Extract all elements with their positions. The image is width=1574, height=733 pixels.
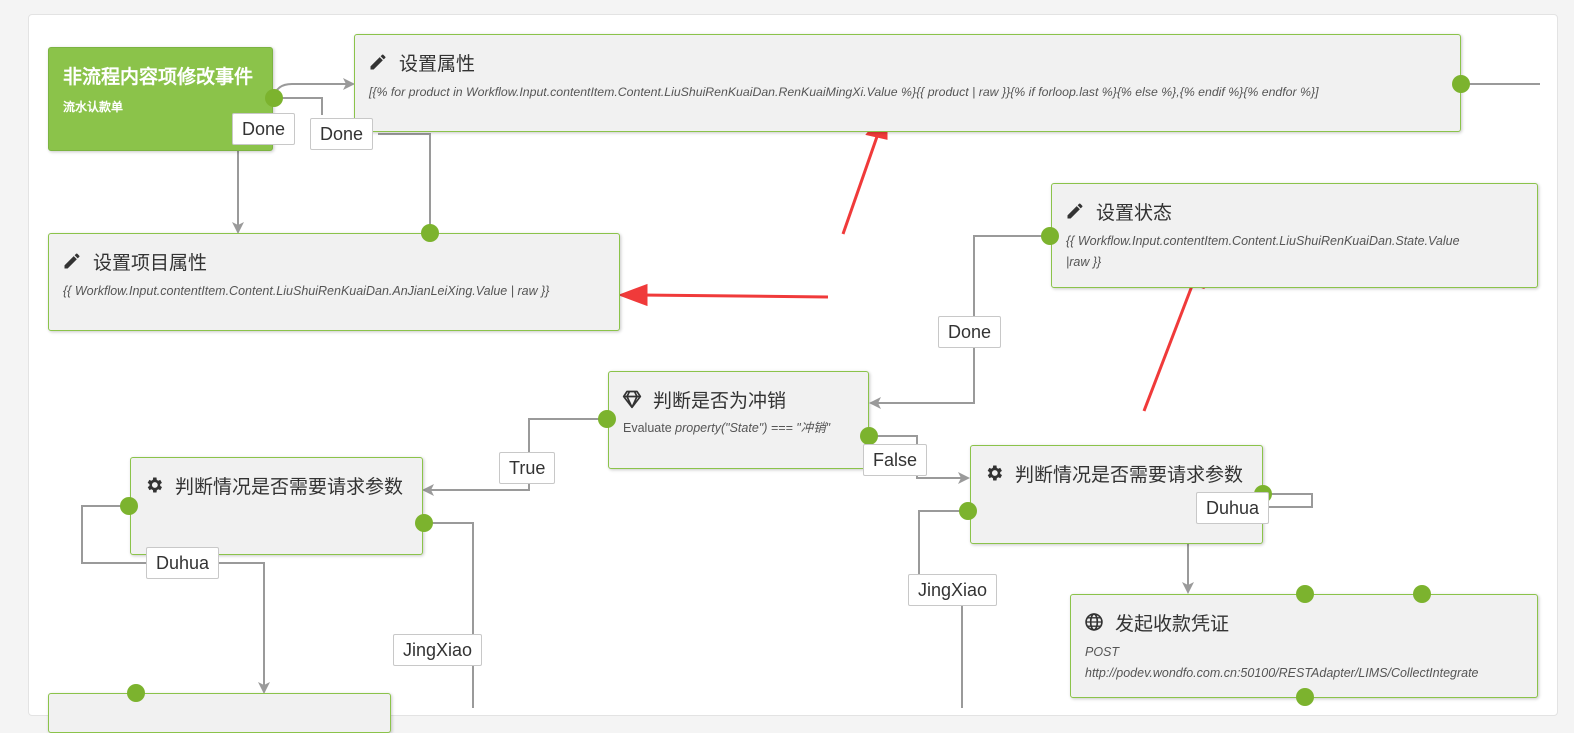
check-params-left-node[interactable]: 判断情况是否需要请求参数 xyxy=(130,457,423,555)
pencil-icon xyxy=(1065,201,1087,223)
send-voucher-url: http://podev.wondfo.com.cn:50100/RESTAda… xyxy=(1085,666,1479,680)
send-voucher-method: POST xyxy=(1085,645,1120,659)
endpoint[interactable] xyxy=(1296,585,1314,603)
set-status-expression-line1: {{ Workflow.Input.contentItem.Content.Li… xyxy=(1066,234,1460,248)
set-item-property-title: 设置项目属性 xyxy=(93,253,208,274)
node-title: 设置状态 xyxy=(1065,198,1172,225)
gem-icon xyxy=(622,389,644,411)
edge-label-jingxiao[interactable]: JingXiao xyxy=(908,574,998,606)
edge-label-duhua[interactable]: Duhua xyxy=(146,547,220,579)
endpoint[interactable] xyxy=(1041,227,1059,245)
set-status-title: 设置状态 xyxy=(1096,203,1173,224)
set-property-node[interactable]: 设置属性 [{% for product in Workflow.Input.c… xyxy=(354,34,1461,132)
check-params-left-title: 判断情况是否需要请求参数 xyxy=(175,477,404,498)
endpoint[interactable] xyxy=(421,224,439,242)
send-voucher-title: 发起收款凭证 xyxy=(1115,614,1230,635)
check-params-right-title: 判断情况是否需要请求参数 xyxy=(1015,465,1244,486)
endpoint[interactable] xyxy=(265,89,283,107)
condition-expression: property("State") === "冲销" xyxy=(675,421,831,435)
gear-icon xyxy=(984,463,1006,485)
endpoint[interactable] xyxy=(127,684,145,702)
gear-icon xyxy=(144,475,166,497)
edge-label-done[interactable]: Done xyxy=(938,316,1002,348)
start-event-subtitle: 流水认款单 xyxy=(63,100,124,114)
send-voucher-node[interactable]: 发起收款凭证 POST http://podev.wondfo.com.cn:5… xyxy=(1070,594,1538,698)
node-title: 设置项目属性 xyxy=(62,248,207,275)
condition-prefix: Evaluate xyxy=(623,421,676,435)
endpoint[interactable] xyxy=(1452,75,1470,93)
set-status-node[interactable]: 设置状态 {{ Workflow.Input.contentItem.Conte… xyxy=(1051,183,1538,288)
pencil-icon xyxy=(62,251,84,273)
pencil-icon xyxy=(368,52,390,74)
node-title: 发起收款凭证 xyxy=(1084,609,1229,636)
check-reversal-condition: Evaluate property("State") === "冲销" xyxy=(623,418,830,439)
check-reversal-node[interactable]: 判断是否为冲销 Evaluate property("State") === "… xyxy=(608,371,869,469)
set-status-expression-line2: |raw }} xyxy=(1066,255,1102,269)
set-item-property-node[interactable]: 设置项目属性 {{ Workflow.Input.contentItem.Con… xyxy=(48,233,620,331)
endpoint[interactable] xyxy=(1413,585,1431,603)
set-item-property-expression: {{ Workflow.Input.contentItem.Content.Li… xyxy=(63,284,550,298)
node-title: 判断情况是否需要请求参数 xyxy=(984,460,1243,487)
edge-label-duhua[interactable]: Duhua xyxy=(1196,492,1270,524)
start-event-title: 非流程内容项修改事件 xyxy=(63,67,254,88)
endpoint[interactable] xyxy=(959,502,977,520)
edge-label-false[interactable]: False xyxy=(863,444,928,476)
edge-label-done[interactable]: Done xyxy=(310,118,374,150)
edge-label-true[interactable]: True xyxy=(499,452,556,484)
endpoint[interactable] xyxy=(415,514,433,532)
edge-label-jingxiao[interactable]: JingXiao xyxy=(393,634,483,666)
endpoint[interactable] xyxy=(598,410,616,428)
globe-icon xyxy=(1084,612,1106,634)
endpoint[interactable] xyxy=(860,427,878,445)
partial-node[interactable] xyxy=(48,693,391,733)
endpoint[interactable] xyxy=(120,497,138,515)
edge-label-done[interactable]: Done xyxy=(232,113,296,145)
set-property-expression: [{% for product in Workflow.Input.conten… xyxy=(369,85,1319,99)
set-property-title: 设置属性 xyxy=(399,54,476,75)
node-title: 判断情况是否需要请求参数 xyxy=(144,472,403,499)
check-reversal-title: 判断是否为冲销 xyxy=(653,391,787,412)
endpoint[interactable] xyxy=(1296,688,1314,706)
node-title: 设置属性 xyxy=(368,49,475,76)
node-title: 判断是否为冲销 xyxy=(622,386,786,413)
